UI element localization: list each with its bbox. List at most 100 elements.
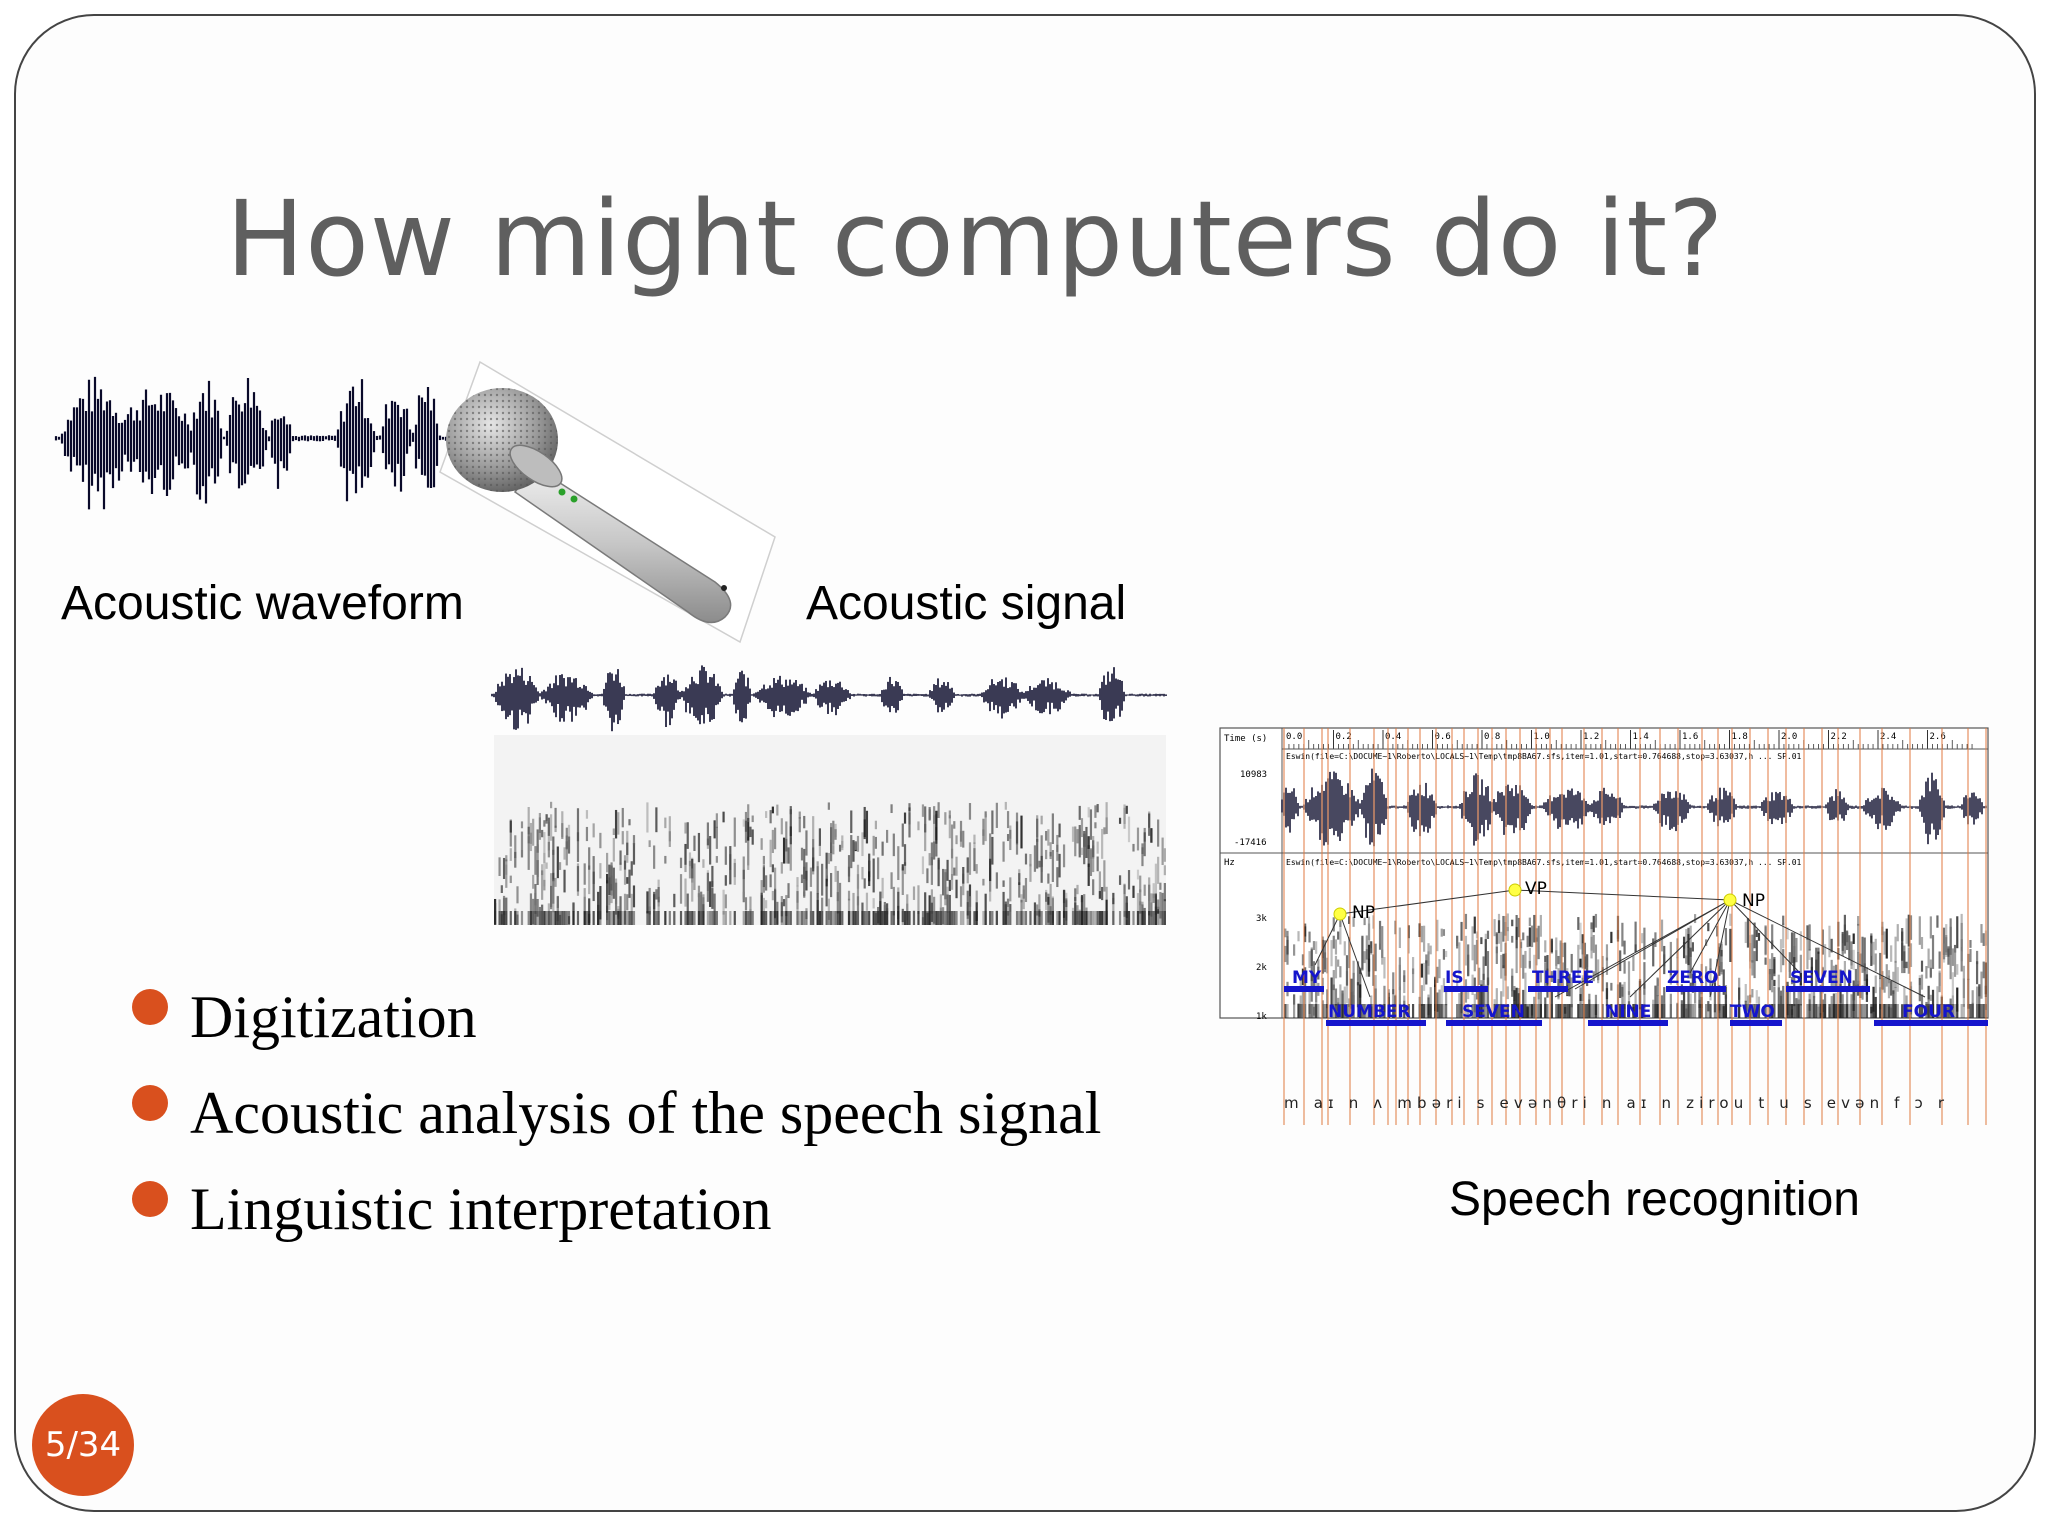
spectrogram-band	[1040, 911, 1043, 925]
spectrogram-band	[655, 889, 658, 900]
spectrogram-band	[1764, 1004, 1767, 1018]
spectrogram-band	[1975, 986, 1979, 1018]
spectrogram-band	[1118, 875, 1122, 885]
spectrogram-band	[653, 891, 656, 910]
spectrogram-band	[1909, 915, 1913, 940]
spectrogram-band	[1815, 1004, 1818, 1018]
spectrogram-band	[1006, 911, 1010, 925]
spectrogram-band	[1687, 933, 1690, 966]
spectrogram-band	[1348, 937, 1351, 969]
spectrogram-band	[1874, 953, 1877, 972]
spectrogram-band	[1493, 919, 1496, 937]
spectrogram-band	[1806, 925, 1809, 940]
spectrogram-band	[1087, 911, 1090, 925]
spectrogram-band	[1317, 959, 1320, 980]
spectrogram-band	[1570, 977, 1573, 1008]
spectrogram-band	[1874, 975, 1877, 994]
spectrogram-band	[632, 843, 636, 865]
spectrogram-band	[614, 878, 618, 905]
spectrogram-band	[1495, 1004, 1498, 1018]
spectrogram-band	[1047, 911, 1050, 925]
spectrogram-band	[1821, 1004, 1824, 1018]
spectrogram-band	[1429, 987, 1432, 1005]
spectrogram-band	[1539, 914, 1542, 937]
spectrogram-band	[821, 911, 824, 925]
spectrogram-band	[776, 804, 779, 816]
spectrogram-band	[628, 911, 631, 925]
spectrogram-band	[798, 811, 801, 819]
spectrogram-band	[1024, 911, 1028, 925]
spectrogram-band	[724, 875, 727, 886]
spectrogram-band	[1345, 1004, 1349, 1018]
spectrogram-band	[1660, 919, 1664, 952]
spectrogram-band	[1157, 911, 1160, 925]
spectrogram-band	[1643, 927, 1646, 960]
spectrogram-band	[1544, 1004, 1547, 1018]
spectrogram-band	[1096, 804, 1099, 813]
spectrogram-band	[1387, 1004, 1390, 1018]
spectrogram-band	[1332, 984, 1335, 1008]
spectrogram-band	[1746, 1004, 1750, 1018]
spectrogram-band	[657, 879, 660, 907]
spectrogram-band	[850, 911, 853, 925]
spectrogram-band	[1720, 1004, 1723, 1018]
spectrogram-band	[955, 911, 958, 925]
spectrogram-band	[621, 911, 624, 925]
spectrogram-band	[1143, 832, 1146, 857]
spectrogram-band	[702, 911, 705, 925]
spectrogram-band	[1782, 949, 1785, 966]
spectrogram-band	[1381, 926, 1384, 958]
spectrogram-band	[1103, 860, 1106, 892]
spectrogram-band	[1009, 825, 1012, 839]
spectrogram-band	[1002, 891, 1005, 925]
spectrogram-band	[1497, 920, 1501, 934]
spectrogram-band	[1148, 884, 1151, 916]
spectrogram-band	[1486, 930, 1490, 939]
spectrogram-band	[1087, 836, 1090, 849]
spectrogram-band	[1524, 950, 1527, 969]
spectrogram-band	[1092, 879, 1095, 896]
spectrogram-band	[832, 820, 835, 845]
spectrogram-band	[1938, 951, 1941, 969]
spectrogram-band	[1594, 944, 1598, 977]
spectrogram-band	[1475, 939, 1479, 965]
spectrogram-band	[1038, 860, 1041, 868]
spectrogram-band	[610, 862, 613, 885]
spectrogram-band	[1078, 828, 1081, 855]
spectrogram-band	[1337, 931, 1340, 940]
spectrogram-band	[646, 891, 649, 914]
spectrogram-band	[697, 893, 701, 925]
spectrogram-band	[1978, 986, 1981, 1018]
spectrogram-band	[1071, 907, 1075, 925]
spectrogram-band	[657, 896, 660, 912]
spectrogram-band	[1367, 1004, 1371, 1018]
spectrogram-band	[1528, 917, 1531, 927]
spectrogram-band	[812, 816, 815, 840]
spectrogram-band	[1087, 807, 1090, 818]
spectrogram-band	[1592, 915, 1595, 933]
spectrogram-band	[1473, 993, 1476, 1013]
spectrogram-band	[1786, 1004, 1789, 1018]
spectrogram-band	[1502, 953, 1505, 969]
spectrogram-band	[966, 911, 969, 925]
spectrogram-band	[1051, 896, 1054, 925]
spectrogram-band	[1515, 915, 1518, 940]
spectrogram-band	[1669, 993, 1672, 1018]
spectrogram-band	[567, 824, 571, 840]
spectrogram-band	[1936, 915, 1939, 928]
spectrogram-band	[1301, 968, 1305, 986]
spectrogram-band	[606, 911, 609, 925]
amplitude-min-label: -17416	[1234, 838, 1267, 848]
spectrogram-band	[771, 806, 774, 814]
spectrogram-band	[505, 855, 508, 862]
spectrogram-band	[529, 911, 533, 925]
spectrogram-band	[1118, 911, 1122, 925]
spectrogram-band	[1367, 916, 1371, 941]
spectrogram-band	[1806, 1004, 1809, 1018]
spectrogram-band	[1764, 957, 1767, 965]
spectrogram-band	[989, 911, 992, 925]
spectrogram-band	[1669, 941, 1672, 976]
spectrogram-band	[1420, 925, 1423, 943]
spectrogram-band	[688, 911, 692, 925]
spectrogram-band	[796, 890, 799, 903]
